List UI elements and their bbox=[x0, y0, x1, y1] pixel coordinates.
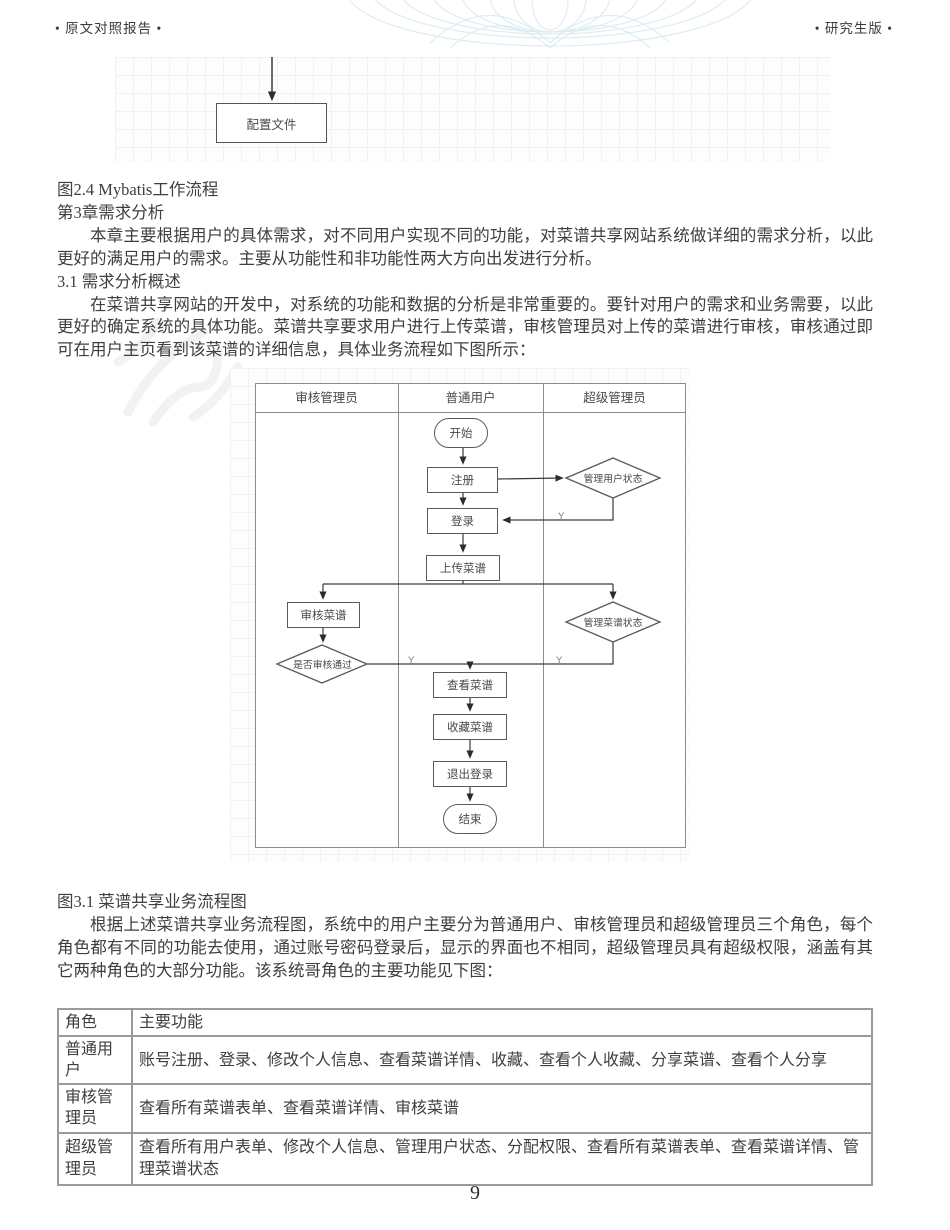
lane-title-user: 普通用户 bbox=[445, 391, 496, 405]
flow-arrow-icon bbox=[267, 57, 277, 102]
flow-node-upload: 上传菜谱 bbox=[426, 555, 500, 581]
figure-business-flowchart: 审核管理员 普通用户 超级管理员 bbox=[230, 368, 690, 862]
page-number: 9 bbox=[470, 1182, 480, 1204]
cell-function: 查看所有用户表单、修改个人信息、管理用户状态、分配权限、查看所有菜谱表单、查看菜… bbox=[131, 1131, 873, 1186]
edge-label-yes: Y bbox=[408, 655, 415, 666]
header-report-type: • 原文对照报告 • bbox=[55, 21, 163, 36]
cell-role: 审核管理员 bbox=[57, 1083, 133, 1134]
lane-title-reviewer: 审核管理员 bbox=[295, 391, 358, 405]
cell-role: 超级管理员 bbox=[57, 1131, 133, 1186]
paragraph-3-1: 在菜谱共享网站的开发中，对系统的功能和数据的分析是非常重要的。要针对用户的需求和… bbox=[57, 294, 873, 360]
table-row: 超级管理员 查看所有用户表单、修改个人信息、管理用户状态、分配权限、查看所有菜谱… bbox=[57, 1131, 873, 1186]
heading-chapter3: 第3章需求分析 bbox=[57, 202, 165, 222]
heading-3-1: 3.1 需求分析概述 bbox=[57, 271, 181, 291]
flow-node-login: 登录 bbox=[427, 508, 498, 534]
cell-role: 普通用户 bbox=[57, 1035, 133, 1086]
text-section-roles: 图3.1 菜谱共享业务流程图 根据上述菜谱共享业务流程图，系统中的用户主要分为普… bbox=[57, 891, 873, 983]
table-row: 审核管理员 查看所有菜谱表单、查看菜谱详情、审核菜谱 bbox=[57, 1083, 873, 1134]
lane-header-underline bbox=[255, 412, 686, 413]
flow-node-config-file: 配置文件 bbox=[216, 103, 327, 143]
diamond-manage-recipe-state bbox=[564, 601, 662, 643]
flow-node-start: 开始 bbox=[434, 418, 488, 448]
flowchart-connectors bbox=[275, 448, 662, 802]
flow-node-review: 审核菜谱 bbox=[287, 602, 360, 628]
flow-node-view: 查看菜谱 bbox=[433, 672, 507, 698]
roles-functions-table: 角色 主要功能 普通用户 账号注册、登录、修改个人信息、查看菜谱详情、收藏、查看… bbox=[57, 1007, 873, 1186]
header-edition: • 研究生版 • bbox=[814, 21, 893, 36]
table-header-row: 角色 主要功能 bbox=[57, 1007, 873, 1038]
paragraph-roles: 根据上述菜谱共享业务流程图，系统中的用户主要分为普通用户、审核管理员和超级管理员… bbox=[57, 914, 873, 980]
cell-function: 账号注册、登录、修改个人信息、查看菜谱详情、收藏、查看个人收藏、分享菜谱、查看个… bbox=[131, 1035, 873, 1086]
flow-node-end: 结束 bbox=[443, 804, 497, 834]
diamond-review-passed bbox=[275, 644, 369, 684]
flow-node-collect: 收藏菜谱 bbox=[433, 714, 507, 740]
caption-fig-3-1: 图3.1 菜谱共享业务流程图 bbox=[57, 892, 247, 911]
lane-divider bbox=[398, 383, 399, 848]
table-header-function: 主要功能 bbox=[131, 1007, 873, 1038]
edge-label-yes: Y bbox=[558, 511, 565, 522]
cell-function: 查看所有菜谱表单、查看菜谱详情、审核菜谱 bbox=[131, 1083, 873, 1134]
caption-fig-2-4: 图2.4 Mybatis工作流程 bbox=[57, 180, 219, 199]
guilloche-watermark-icon bbox=[348, 0, 752, 49]
edge-label-yes: Y bbox=[556, 655, 563, 666]
flow-node-logout: 退出登录 bbox=[433, 761, 507, 787]
flow-node-register: 注册 bbox=[427, 467, 498, 493]
diamond-manage-user-state bbox=[564, 457, 662, 499]
table-header-role: 角色 bbox=[57, 1007, 133, 1038]
text-section-chapter3: 图2.4 Mybatis工作流程 第3章需求分析 本章主要根据用户的具体需求，对… bbox=[57, 179, 873, 362]
lane-title-superadmin: 超级管理员 bbox=[583, 391, 646, 405]
flow-node-manage-recipe-state: 管理菜谱状态 bbox=[583, 618, 643, 629]
flow-node-manage-user-state: 管理用户状态 bbox=[583, 474, 643, 485]
flow-node-review-passed: 是否审核通过 bbox=[293, 660, 352, 671]
lane-divider bbox=[543, 383, 544, 848]
table-row: 普通用户 账号注册、登录、修改个人信息、查看菜谱详情、收藏、查看个人收藏、分享菜… bbox=[57, 1035, 873, 1086]
figure-mybatis-fragment: 配置文件 bbox=[115, 57, 830, 162]
paragraph-chapter3: 本章主要根据用户的具体需求，对不同用户实现不同的功能，对菜谱共享网站系统做详细的… bbox=[57, 225, 873, 268]
